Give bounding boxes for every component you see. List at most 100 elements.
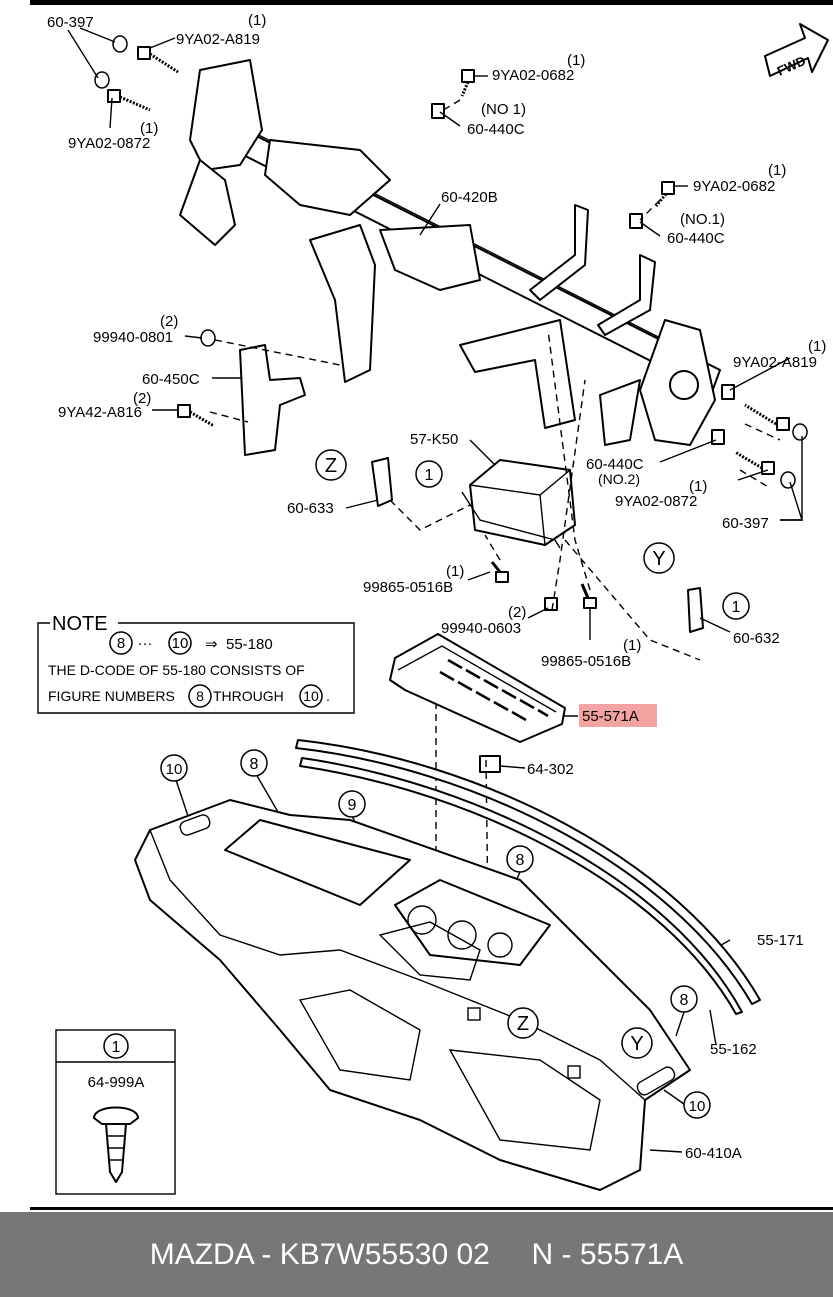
label-60-397-a: 60-397: [47, 14, 94, 31]
clip-icon: [721, 384, 735, 400]
label-60-397-b: 60-397: [722, 515, 769, 532]
molding-55-162: [299, 757, 743, 1015]
note-circle-start: 8: [117, 635, 125, 652]
label-no1-a: (NO 1): [481, 101, 526, 118]
label-99865-0516b-a: 99865-0516B: [363, 579, 453, 596]
clip-icon: [93, 1106, 139, 1183]
note-line-2: THE D-CODE OF 55-180 CONSISTS OF: [48, 662, 305, 678]
label-60-440c-b: 60-440C: [667, 230, 725, 247]
label-99940-0603: 99940-0603: [441, 620, 521, 637]
qty-e: (2): [160, 313, 178, 330]
marker-8-c: 8: [680, 992, 689, 1009]
label-55-171: 55-171: [757, 932, 804, 949]
bottom-border: [30, 1207, 833, 1210]
bolt-icon: [107, 89, 151, 112]
exploded-parts-diagram: FWD: [30, 0, 833, 1210]
label-55-162: 55-162: [710, 1041, 757, 1058]
center-panel-55-571a: [389, 633, 566, 743]
bolt-icon: [744, 403, 790, 431]
fwd-arrow-icon: FWD: [764, 23, 829, 79]
qty-f: (2): [133, 390, 151, 407]
marker-one-1: 1: [425, 467, 434, 484]
screw-icon: [490, 561, 509, 583]
label-9ya42-a816: 9YA42-A816: [58, 404, 142, 421]
legend-box: 1 64-999A: [55, 1029, 176, 1195]
label-64-302: 64-302: [527, 761, 574, 778]
label-60-632: 60-632: [733, 630, 780, 647]
label-no1-b: (NO.1): [680, 211, 725, 228]
note-line-3a: FIGURE NUMBERS: [48, 688, 175, 704]
label-60-440c-a: 60-440C: [467, 121, 525, 138]
top-border: [30, 0, 833, 5]
marker-z-1: Z: [325, 455, 337, 477]
note-title: NOTE: [52, 613, 108, 635]
nut-icon: [780, 471, 796, 489]
dashboard-panel-60-410a: [134, 799, 691, 1191]
bracket-60-632: [687, 587, 704, 633]
label-99940-0801: 99940-0801: [93, 329, 173, 346]
label-60-410a: 60-410A: [685, 1145, 742, 1162]
label-9ya02-0872-a: 9YA02-0872: [68, 135, 150, 152]
qty-j: (2): [508, 604, 526, 621]
label-99865-0516b-b: 99865-0516B: [541, 653, 631, 670]
legend-part-number: 64-999A: [88, 1074, 145, 1091]
qty-c: (1): [567, 52, 585, 69]
label-9ya02-0682-a: 9YA02-0682: [492, 67, 574, 84]
marker-10-b: 10: [689, 1098, 706, 1115]
marker-y-2: Y: [630, 1033, 643, 1055]
bolt-icon: [460, 69, 475, 97]
note-box: NOTE 8 ··· 10 ⇒ 55-180 THE D-CODE OF 55-…: [37, 613, 355, 714]
label-60-633: 60-633: [287, 500, 334, 517]
note-circle-end: 10: [172, 635, 189, 652]
clip-icon: [711, 429, 725, 445]
marker-one-2: 1: [732, 599, 741, 616]
marker-10-a: 10: [166, 761, 183, 778]
clip-icon: [431, 103, 445, 119]
note-line-3-circle-2: 10: [303, 688, 319, 704]
clip-64-302: [479, 755, 501, 773]
dashed-assembly-lines: [209, 99, 781, 925]
qty-b: (1): [140, 120, 158, 137]
note-dots: ···: [138, 635, 153, 652]
marker-8-b: 8: [516, 852, 525, 869]
clip-icon: [629, 213, 643, 229]
label-60-450c: 60-450C: [142, 371, 200, 388]
qty-g: (1): [808, 338, 826, 355]
callout-labels: 60-397 9YA02-A819 (1) 9YA02-0872 (1) 9YA…: [47, 12, 826, 1162]
nut-icon: [792, 423, 808, 441]
label-9ya02-0682-b: 9YA02-0682: [693, 178, 775, 195]
marker-9: 9: [348, 797, 357, 814]
highlight-55-571a: [579, 704, 657, 727]
label-55-571a: 55-571A: [582, 708, 639, 725]
circled-markers: Z 1 Y 1 10 8 9 8 8 Z Y 10: [160, 449, 750, 1119]
marker-8-a: 8: [250, 756, 259, 773]
marker-y-1: Y: [652, 548, 665, 570]
note-target: 55-180: [226, 636, 273, 653]
note-line-3b: THROUGH: [213, 688, 284, 704]
molding-55-171: [295, 739, 761, 1005]
label-9ya02-0872-b: 9YA02-0872: [615, 493, 697, 510]
nut-icon: [94, 71, 110, 89]
label-9ya02-a819-b: 9YA02-A819: [733, 354, 817, 371]
note-arrow: ⇒: [205, 636, 218, 653]
qty-d: (1): [768, 162, 786, 179]
nut-icon: [112, 35, 128, 53]
legend-number: 1: [112, 1039, 121, 1056]
label-9ya02-a819-a: 9YA02-A819: [176, 31, 260, 48]
note-line-3c: .: [326, 688, 330, 704]
steering-support-member: [179, 59, 721, 446]
bracket-60-633: [371, 457, 393, 507]
airbag-module: [461, 459, 576, 549]
qty-i: (1): [446, 563, 464, 580]
marker-z-2: Z: [517, 1013, 529, 1035]
footer-bar: MAZDA - KB7W55530 02 N - 55571A: [0, 1212, 833, 1297]
qty-h: (1): [689, 478, 707, 495]
label-60-440c-c: 60-440C: [586, 456, 644, 473]
label-no2: (NO.2): [598, 471, 640, 487]
nut-icon: [200, 329, 216, 347]
footer-part-number: MAZDA - KB7W55530 02 N - 55571A: [149, 1238, 684, 1271]
label-57-k50: 57-K50: [410, 431, 458, 448]
nut-icon: [544, 597, 558, 611]
bracket-60-450c: [239, 344, 306, 456]
bolt-icon: [654, 181, 675, 207]
